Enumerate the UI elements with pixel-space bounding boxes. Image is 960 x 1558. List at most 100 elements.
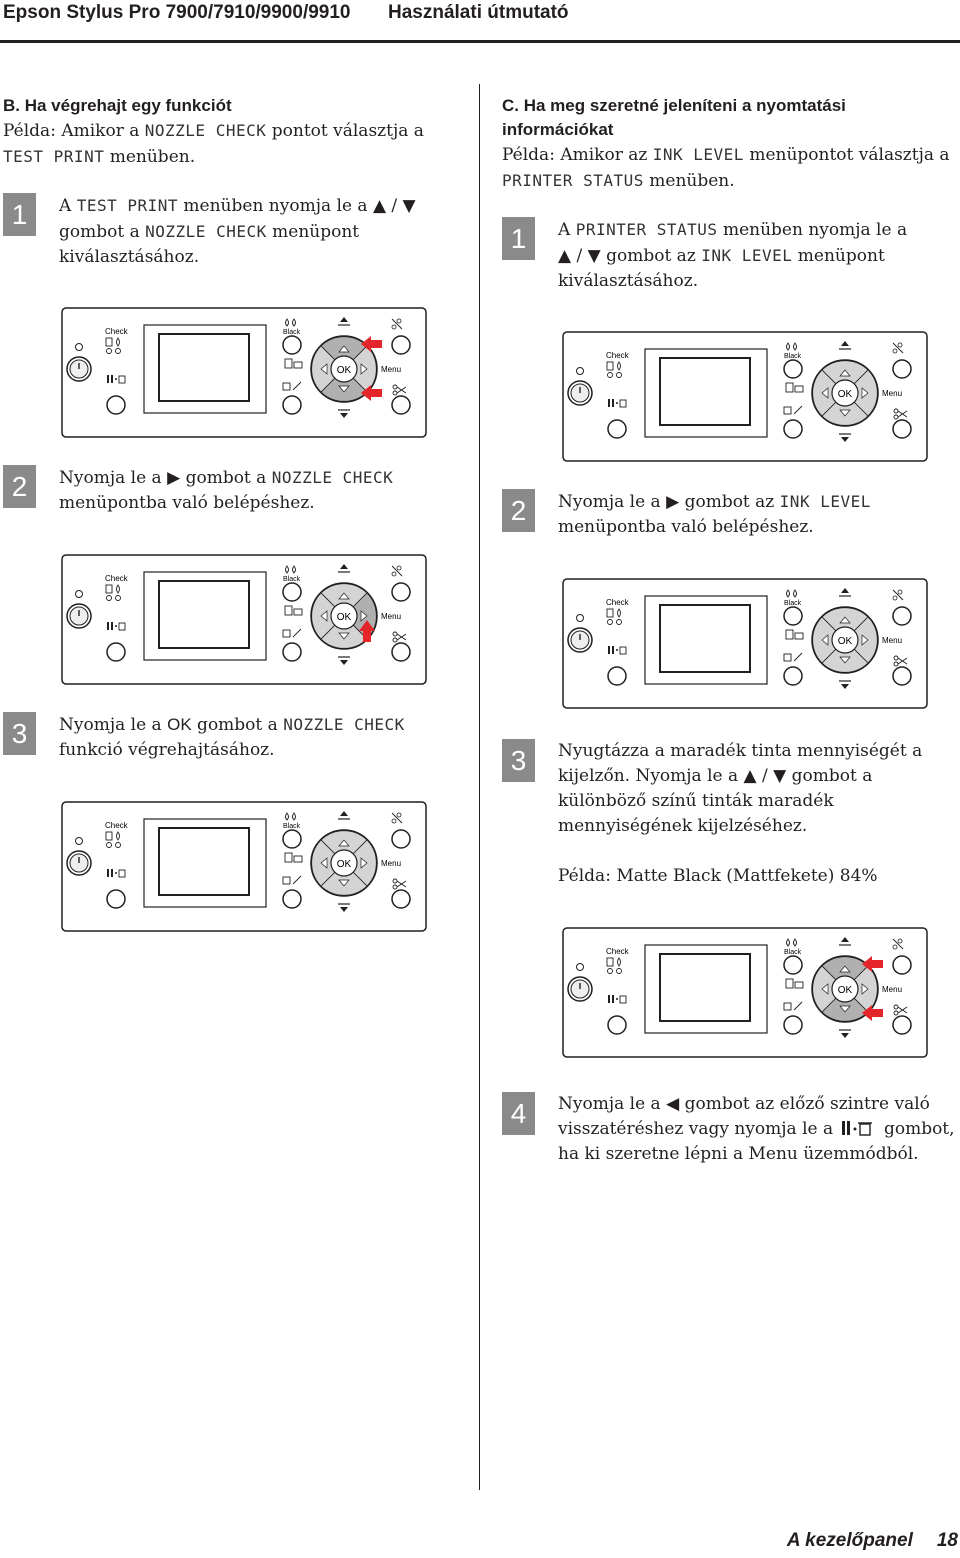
check-label: Check bbox=[606, 351, 630, 360]
step-text: A PRINTER STATUS menüben nyomja le a▲ / … bbox=[558, 220, 908, 291]
nav-dial: OK bbox=[811, 359, 879, 427]
control-panel-diagram: Check Black bbox=[562, 578, 928, 709]
menu-label: Menu bbox=[882, 389, 902, 398]
check-icon bbox=[105, 831, 121, 848]
cutter-reset-icon bbox=[391, 565, 403, 577]
black-label: Black bbox=[784, 353, 802, 360]
right-column: C. Ha meg szeretné jeleníteni a nyomtatá… bbox=[502, 94, 957, 194]
cutter-reset-icon bbox=[892, 589, 904, 601]
step-number: 1 bbox=[502, 217, 535, 260]
top-bar-icon bbox=[839, 588, 851, 597]
ink-drop-icon bbox=[285, 812, 296, 821]
menu-label: Menu bbox=[882, 985, 902, 994]
paper-feed-icon bbox=[284, 358, 303, 369]
power-icon bbox=[66, 850, 92, 876]
check-label: Check bbox=[606, 598, 630, 607]
check-icon bbox=[105, 337, 121, 354]
press-up-arrow bbox=[862, 956, 883, 972]
power-icon bbox=[567, 380, 593, 406]
section-name: A kezelőpanel bbox=[786, 1530, 913, 1551]
paper-feed-icon bbox=[284, 852, 303, 863]
right-arrow-icon: ▶ bbox=[167, 468, 181, 488]
power-icon bbox=[66, 603, 92, 629]
column-divider bbox=[479, 84, 480, 1490]
ok-button-label: OK bbox=[167, 715, 192, 734]
ink-drop-icon bbox=[786, 342, 797, 351]
control-panel-diagram: Check Black bbox=[61, 554, 427, 685]
paper-source-icon bbox=[282, 381, 302, 391]
step-number: 3 bbox=[502, 739, 535, 782]
right-step-3: 3 Nyugtázza a maradék tinta mennyiségét … bbox=[502, 739, 957, 889]
check-icon bbox=[105, 584, 121, 601]
scissors-icon bbox=[893, 655, 908, 667]
ok-label: OK bbox=[838, 389, 853, 400]
ok-label: OK bbox=[337, 612, 352, 623]
header-rule bbox=[0, 40, 960, 43]
paper-feed-icon bbox=[284, 605, 303, 616]
step-number: 2 bbox=[502, 489, 535, 532]
check-label: Check bbox=[105, 327, 129, 336]
black-label: Black bbox=[283, 576, 301, 583]
ok-label: OK bbox=[838, 985, 853, 996]
paper-source-icon bbox=[783, 652, 803, 662]
page-number: 18 bbox=[936, 1530, 958, 1551]
control-panel-diagram: Check Black bbox=[61, 801, 427, 932]
nav-dial: OK bbox=[310, 829, 378, 897]
cutter-reset-icon bbox=[892, 342, 904, 354]
paper-source-icon bbox=[783, 1001, 803, 1011]
press-down-arrow bbox=[361, 385, 382, 401]
top-bar-icon bbox=[839, 341, 851, 350]
top-bar-icon bbox=[338, 564, 350, 573]
check-label: Check bbox=[105, 574, 129, 583]
right-step-1: 1 A PRINTER STATUS menüben nyomja le a▲ … bbox=[502, 217, 957, 297]
menu-label: Menu bbox=[381, 365, 401, 374]
control-panel-diagram: Check Black bbox=[562, 331, 928, 462]
page-header: Epson Stylus Pro 7900/7910/9900/9910 Has… bbox=[0, 0, 960, 44]
step-number: 3 bbox=[3, 712, 36, 755]
black-label: Black bbox=[283, 823, 301, 830]
cutter-reset-icon bbox=[391, 812, 403, 824]
bottom-bar-icon bbox=[338, 409, 350, 418]
ink-drop-icon bbox=[786, 589, 797, 598]
page-footer: A kezelőpanel 18 bbox=[787, 1530, 958, 1552]
top-bar-icon bbox=[338, 317, 350, 326]
menu-label: Menu bbox=[381, 859, 401, 868]
nav-dial: OK bbox=[811, 955, 879, 1023]
paper-feed-icon bbox=[785, 382, 804, 393]
press-down-arrow bbox=[862, 1005, 883, 1021]
step-number: 1 bbox=[3, 193, 36, 236]
press-up-arrow bbox=[361, 336, 382, 352]
ink-drop-icon bbox=[285, 318, 296, 327]
bottom-bar-icon bbox=[338, 903, 350, 912]
scissors-icon bbox=[893, 1004, 908, 1016]
paper-feed-icon bbox=[785, 629, 804, 640]
scissors-icon bbox=[392, 631, 407, 643]
control-panel-diagram: Check Black bbox=[562, 927, 928, 1058]
nav-dial: OK bbox=[310, 335, 378, 403]
step-text: A TEST PRINT menüben nyomja le a ▲ / ▼go… bbox=[59, 196, 416, 267]
black-label: Black bbox=[283, 329, 301, 336]
pause-cancel-icon bbox=[107, 622, 126, 631]
check-icon bbox=[606, 957, 622, 974]
ok-label: OK bbox=[337, 859, 352, 870]
paper-source-icon bbox=[282, 875, 302, 885]
up-down-arrow-icon: ▲ / ▼ bbox=[372, 196, 416, 216]
top-bar-icon bbox=[839, 937, 851, 946]
nav-dial: OK bbox=[310, 582, 378, 650]
control-panel-diagram: Check Black bbox=[61, 307, 427, 438]
up-down-arrow-icon: ▲ / ▼ bbox=[558, 246, 601, 266]
check-icon bbox=[606, 608, 622, 625]
pause-cancel-icon bbox=[608, 646, 627, 655]
step-number: 4 bbox=[502, 1092, 535, 1135]
power-icon bbox=[567, 627, 593, 653]
black-label: Black bbox=[784, 600, 802, 607]
ok-label: OK bbox=[337, 365, 352, 376]
paper-source-icon bbox=[783, 405, 803, 415]
pause-cancel-icon bbox=[608, 399, 627, 408]
ink-drop-icon bbox=[786, 938, 797, 947]
